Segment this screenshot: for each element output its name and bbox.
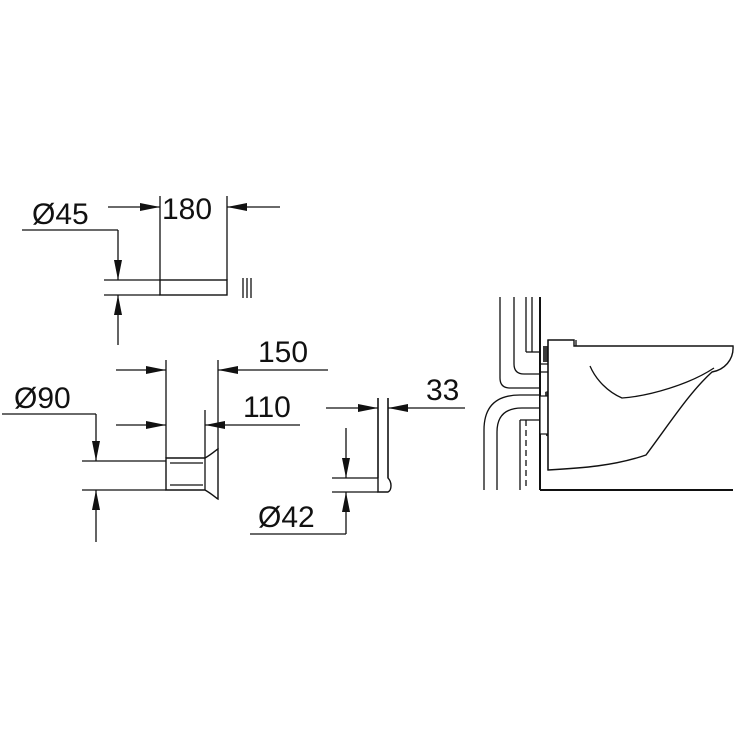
installed-toilet-assembly	[483, 297, 734, 491]
dimension-110: 110	[116, 391, 300, 458]
connector-90-body	[165, 447, 219, 501]
seal-rings-icon	[242, 278, 252, 298]
dimension-180: 180	[108, 193, 280, 280]
dimension-diameter-42: Ø42	[250, 428, 378, 535]
dimension-diameter-90: Ø90	[2, 382, 166, 542]
flush-pipe-part	[159, 278, 252, 298]
dimension-150: 150	[116, 336, 328, 458]
sleeve-42-part	[377, 398, 392, 493]
connector-90-part	[165, 447, 219, 501]
label-diameter-90: Ø90	[14, 382, 71, 415]
label-150: 150	[258, 336, 308, 369]
label-diameter-42: Ø42	[258, 501, 315, 534]
label-180: 180	[162, 193, 212, 226]
label-110: 110	[243, 391, 291, 424]
sleeve-42-body	[377, 398, 392, 493]
dimension-diameter-45: Ø45	[22, 198, 160, 345]
dimension-33: 33	[326, 374, 465, 478]
label-diameter-45: Ø45	[32, 198, 89, 231]
toilet-bowl	[547, 339, 734, 471]
label-33: 33	[426, 374, 459, 407]
waste-pipe-bend	[483, 394, 540, 490]
flush-pipe-body	[159, 279, 228, 296]
cistern-flush-pipe	[499, 297, 540, 389]
